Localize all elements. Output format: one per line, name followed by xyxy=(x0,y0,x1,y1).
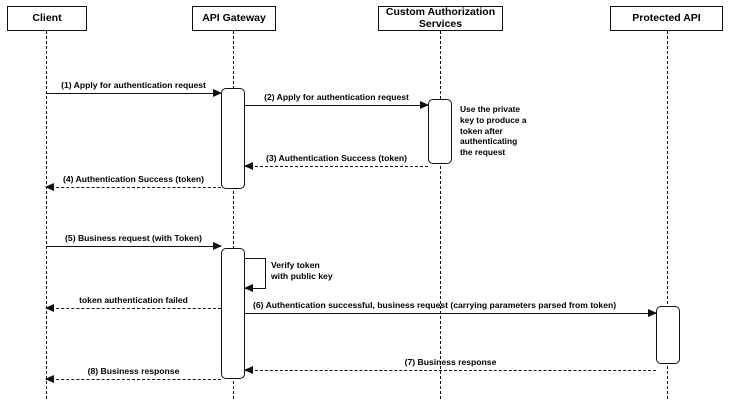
actor-label-client: Client xyxy=(32,11,62,24)
message-5-line xyxy=(46,246,221,247)
message-8-label: (8) Business response xyxy=(87,365,180,376)
message-7-arrowhead xyxy=(244,365,253,374)
note-line-2: key to produce a xyxy=(460,114,527,125)
message-2-arrowhead xyxy=(420,100,429,109)
self-message-top-line xyxy=(245,258,266,259)
self-message-label: Verify token with public key xyxy=(271,260,333,282)
message-token-failed-label: token authentication failed xyxy=(79,294,188,305)
lifeline-gateway xyxy=(233,31,234,399)
actor-box-authsvc[interactable]: Custom Authorization Services xyxy=(378,6,503,31)
message-5-label: (5) Business request (with Token) xyxy=(65,232,202,243)
activation-protected-business xyxy=(656,306,680,364)
message-3-line xyxy=(245,166,428,167)
self-message-arrowhead xyxy=(244,283,253,292)
message-4-arrowhead xyxy=(45,182,54,191)
self-message-label-line2: with public key xyxy=(271,271,333,281)
activation-gateway-auth xyxy=(221,88,245,189)
message-5-arrowhead xyxy=(213,241,222,250)
activation-gateway-business xyxy=(221,248,245,379)
message-token-failed-arrowhead xyxy=(45,303,54,312)
note-line-4: authenticating xyxy=(460,136,518,147)
self-message-verify-token[interactable]: Verify token with public key xyxy=(244,258,333,292)
message-1-line xyxy=(46,93,221,94)
note-line-5: the request xyxy=(460,147,506,157)
lifeline-protected xyxy=(667,31,668,399)
note-private-key-token: Use the private key to produce a token a… xyxy=(460,104,527,158)
message-1-arrowhead xyxy=(213,88,222,97)
message-4-line xyxy=(46,187,221,188)
message-token-failed-line xyxy=(46,308,221,309)
lifeline-authsvc xyxy=(440,31,441,399)
message-3-arrowhead xyxy=(244,161,253,170)
message-8-arrowhead xyxy=(45,374,54,383)
message-7-label: (7) Business response xyxy=(404,356,497,367)
message-7-line xyxy=(245,370,656,371)
message-6-label: (6) Authentication successful, business … xyxy=(253,299,617,310)
message-3-label: (3) Authentication Success (token) xyxy=(265,152,408,163)
message-6-arrowhead xyxy=(648,308,657,317)
actor-label-authsvc: Custom Authorization Services xyxy=(385,6,496,30)
note-line-3: token after xyxy=(460,125,503,136)
actor-box-client[interactable]: Client xyxy=(7,6,87,31)
self-message-label-line1: Verify token xyxy=(271,260,320,270)
message-1-label: (1) Apply for authentication request xyxy=(61,79,206,90)
lifeline-client xyxy=(46,31,47,399)
self-message-bottom-line xyxy=(245,288,266,289)
actor-label-gateway: API Gateway xyxy=(202,11,266,24)
message-8-line xyxy=(46,379,221,380)
note-line-1: Use the private xyxy=(460,104,521,114)
actor-label-protected: Protected API xyxy=(632,11,701,24)
message-6-line xyxy=(245,313,656,314)
self-message-right-line xyxy=(265,258,266,288)
message-2-label: (2) Apply for authentication request xyxy=(264,91,409,102)
message-4-label: (4) Authentication Success (token) xyxy=(62,173,205,184)
message-2-line xyxy=(245,105,428,106)
actor-box-gateway[interactable]: API Gateway xyxy=(192,6,276,31)
activation-authsvc-process xyxy=(428,99,452,164)
actor-box-protected[interactable]: Protected API xyxy=(610,6,723,31)
